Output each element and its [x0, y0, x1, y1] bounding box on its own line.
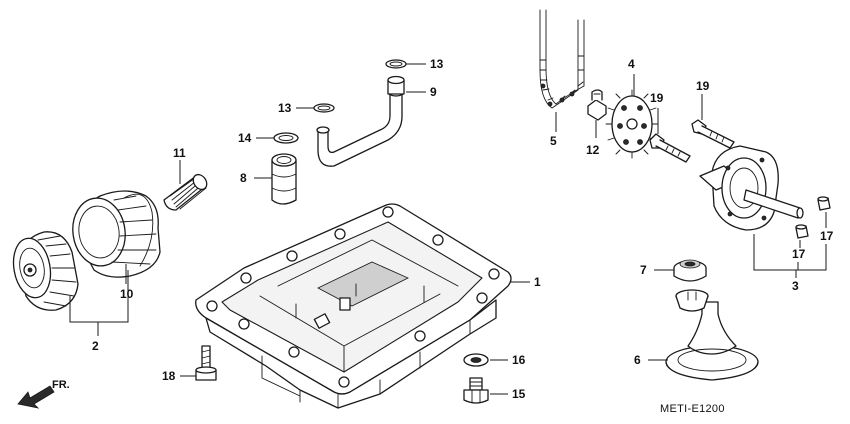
callout-13-upper: 13 [430, 57, 444, 71]
leader-3 [753, 234, 827, 278]
oil-filter [12, 231, 79, 311]
callout-12: 12 [586, 143, 600, 157]
drive-chain [539, 9, 585, 109]
dowel-pin-17-lower [795, 224, 809, 239]
sprocket-bolt [587, 89, 607, 121]
front-direction-arrow-icon [17, 385, 55, 409]
oil-strainer [665, 289, 759, 381]
callout-13-lower: 13 [278, 101, 292, 115]
pump-sprocket [605, 89, 659, 159]
callout-19-right: 19 [696, 79, 710, 93]
oil-pipe [316, 75, 405, 167]
callout-4: 4 [628, 57, 635, 71]
callout-1: 1 [534, 275, 541, 289]
callout-18: 18 [162, 369, 176, 383]
callout-5: 5 [550, 134, 557, 148]
callout-6: 6 [634, 353, 641, 367]
callout-14: 14 [238, 131, 252, 145]
o-ring-13-upper [385, 59, 407, 69]
diagram-code: METI-E1200 [660, 403, 725, 415]
callout-10: 10 [120, 287, 134, 301]
flange-bolt-18 [195, 345, 217, 381]
front-direction-label: FR. [52, 379, 70, 391]
callout-2: 2 [92, 339, 99, 353]
leader-2 [69, 270, 129, 336]
callout-17-lower: 17 [792, 247, 806, 261]
callout-19-left: 19 [650, 91, 664, 105]
oil-filter-cartridge [72, 190, 161, 278]
seal-7 [673, 259, 707, 282]
bolt-19-left [649, 133, 691, 163]
o-ring-13-lower [313, 103, 335, 113]
dowel-pin-17-upper [817, 196, 831, 211]
oil-pipe-joint [271, 153, 297, 205]
oil-pan [195, 203, 512, 409]
o-ring-14 [273, 132, 299, 144]
callout-7: 7 [640, 263, 647, 277]
callout-11: 11 [173, 146, 186, 160]
callout-8: 8 [240, 171, 247, 185]
washer-16 [463, 353, 489, 367]
filter-boss [163, 173, 208, 211]
oil-pump-assy [699, 145, 804, 231]
callout-15: 15 [512, 387, 526, 401]
callout-3: 3 [792, 279, 799, 293]
drain-bolt-15 [463, 377, 489, 404]
bolt-19-right [691, 119, 735, 149]
callout-16: 16 [512, 353, 526, 367]
callout-17-upper: 17 [820, 229, 834, 243]
callout-9: 9 [430, 85, 437, 99]
